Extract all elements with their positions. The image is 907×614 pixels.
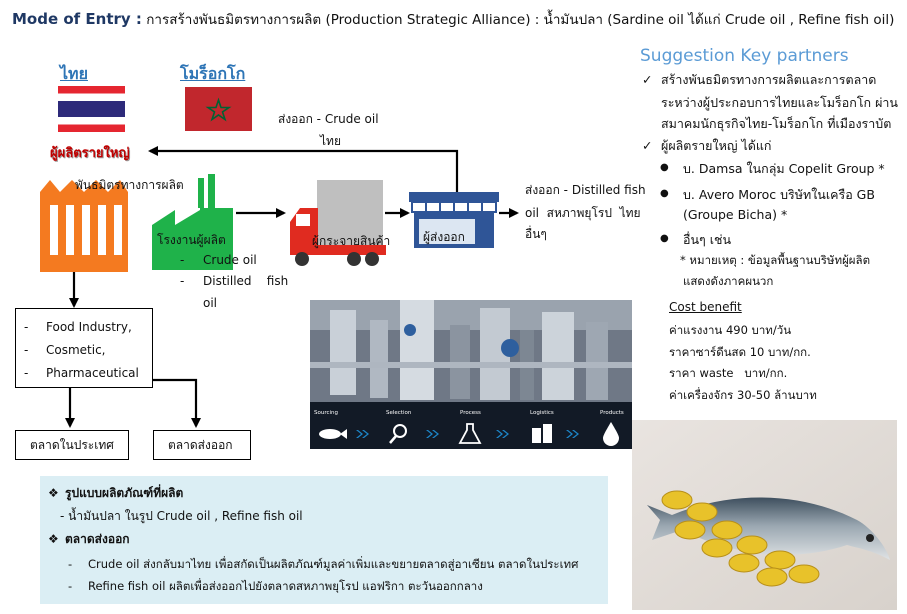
diamond-bullet-icon: ❖ [48,532,59,546]
factory-item-dash1: - [180,253,185,267]
step-process: Process [460,410,481,416]
fish-icon [319,429,347,439]
oil-capsules [661,490,820,587]
cost-waste: ราคา waste บาท/กก. [669,366,788,380]
partner-note-line2: แสดงดังภาคผนวก [683,274,774,288]
partner-p1-line3: สมาคมนักธุรกิจไทย-โมร็อกโก ที่เมืองราบัต [661,116,892,131]
morocco-label: โมร็อกโก [180,64,246,83]
factory-item-crude: Crude oil [203,253,257,267]
cost-benefit-title: Cost benefit [669,300,742,314]
bottom-heading-product: รูปแบบผลิตภัณฑ์ที่ผลิต [65,486,184,500]
bullet-icon: ● [660,188,669,199]
export-right-line2: oil สหภาพยุโรป ไทย [525,206,641,220]
market-domestic-box: ตลาดในประเทศ [15,430,129,460]
bullet-icon: ● [660,162,669,173]
bullet-icon: ● [660,233,669,244]
flow-arrows [65,146,519,428]
flow-diagram [40,86,519,428]
bottom-product-line: - น้ำมันปลา ในรูป Crude oil , Refine fis… [60,509,303,523]
bottom-market-line1: Crude oil ส่งกลับมาไทย เพื่อสกัดเป็นผลิต… [88,557,579,571]
process-strip: Sourcing Selection Process Logistics Pro… [310,408,632,448]
bottom-heading-market: ตลาดส่งออก [65,532,130,546]
industry-food: Food Industry, [46,320,132,334]
partner-p1-line1: สร้างพันธมิตรทางการผลิตและการตลาด [661,72,877,87]
big-producer-factory-icon [40,180,128,272]
chevron-icons [356,430,579,438]
factory-photo: Sourcing Selection Process Logistics Pro… [310,300,632,449]
page-title: Mode of Entry : การสร้างพันธมิตรทางการผล… [12,8,894,30]
factory-item-distilled: Distilled fish [203,274,289,288]
factory-item-dash2: - [180,274,185,288]
title-mode: Mode of Entry : [12,10,142,28]
barrels-icon [532,424,552,443]
cost-machine: ค่าเครื่องจักร 30-50 ล้านบาท [669,388,817,402]
process-icons [319,422,619,446]
fish-oil-photo [632,420,897,610]
check-icon: ✓ [642,138,653,153]
alliance-label: พันธมิตรทางการผลิต [75,178,184,192]
partner-note-line1: * หมายเหตุ : ข้อมูลพื้นฐานบริษัทผู้ผลิต [680,253,871,267]
industry-cosmetic: Cosmetic, [46,343,106,357]
partner-p1-line2: ระหว่างผู้ประกอบการไทยและโมร็อกโก ผ่าน [661,95,898,110]
partner-p2: ผู้ผลิตรายใหญ่ ได้แก่ [661,138,772,153]
step-sourcing: Sourcing [314,410,339,416]
step-selection: Selection [386,410,412,416]
truck-icon [290,180,386,266]
title-rest: การสร้างพันธมิตรทางการผลิต (Production S… [141,12,895,28]
factory-label: โรงงานผู้ผลิต [157,233,226,247]
morocco-flag [185,87,252,131]
big-producer-label: ผู้ผลิตรายใหญ่ [50,146,130,161]
factory-item-oil: oil [203,296,218,310]
factory-icon [152,174,233,270]
export-right-line3: อื่นๆ [525,227,547,241]
export-top-line1: ส่งออก - Crude oil [278,112,379,126]
drop-icon [603,422,619,446]
export-top-line2: ไทย [320,134,341,148]
key-partners-heading: Suggestion Key partners [640,46,849,66]
step-logistics: Logistics [530,410,554,416]
partner-b2-line2: (Groupe Bicha) * [683,207,788,222]
exporter-shop-icon [409,192,499,248]
cost-sardine: ราคาซาร์ดีนสด 10 บาท/กก. [669,345,811,359]
thai-label: ไทย [60,64,88,83]
distributor-label: ผู้กระจายสินค้า [312,234,391,248]
magnifier-icon [389,424,407,444]
flask-icon [458,423,482,444]
thai-flag [58,86,125,132]
bottom-market-line2: Refine fish oil ผลิตเพื่อส่งออกไปยังตลาด… [88,579,483,593]
partner-b3: อื่นๆ เช่น [683,232,732,247]
market-export-box: ตลาดส่งออก [153,430,251,460]
factory-photo-graphic [310,300,632,449]
partner-b1: บ. Damsa ในกลุ่ม Copelit Group * [683,161,885,176]
bottom-summary-box: ❖ รูปแบบผลิตภัณฑ์ที่ผลิต - น้ำมันปลา ในร… [40,476,608,604]
industry-pharma: Pharmaceutical [46,366,139,380]
industries-box: - Food Industry, - Cosmetic, - Pharmaceu… [15,308,153,388]
check-icon: ✓ [642,72,653,87]
exporter-label: ผู้ส่งออก [423,230,465,244]
export-right-line1: ส่งออก - Distilled fish [525,183,646,197]
diamond-bullet-icon: ❖ [48,486,59,500]
partner-b2-line1: บ. Avero Moroc บริษัทในเครือ GB [683,187,875,202]
cost-labor: ค่าแรงงาน 490 บาท/วัน [669,323,792,337]
step-products: Products [600,410,624,416]
